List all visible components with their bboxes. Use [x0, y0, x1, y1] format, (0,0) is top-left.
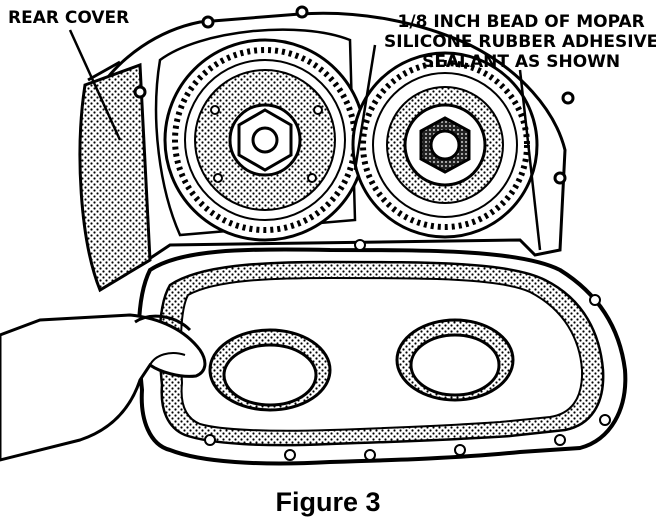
hand [0, 313, 207, 462]
sealant-label-line-1: 1/8 INCH BEAD OF MOPAR [397, 12, 645, 32]
rear-cover [136, 239, 628, 466]
driven-sprocket [351, 51, 539, 239]
sealant-label-line-2: SILICONE RUBBER ADHESIVE [384, 32, 656, 52]
leader-lines [68, 29, 542, 251]
sealant-bead-label: 1/8 INCH BEAD OF MOPAR SILICONE RUBBER A… [384, 12, 656, 72]
rear-cover-label: REAR COVER [8, 8, 130, 28]
figure-caption: Figure 3 [275, 487, 381, 517]
sealant-label-line-3: SEALANT AS SHOWN [422, 52, 621, 72]
drive-sprocket [163, 38, 367, 242]
